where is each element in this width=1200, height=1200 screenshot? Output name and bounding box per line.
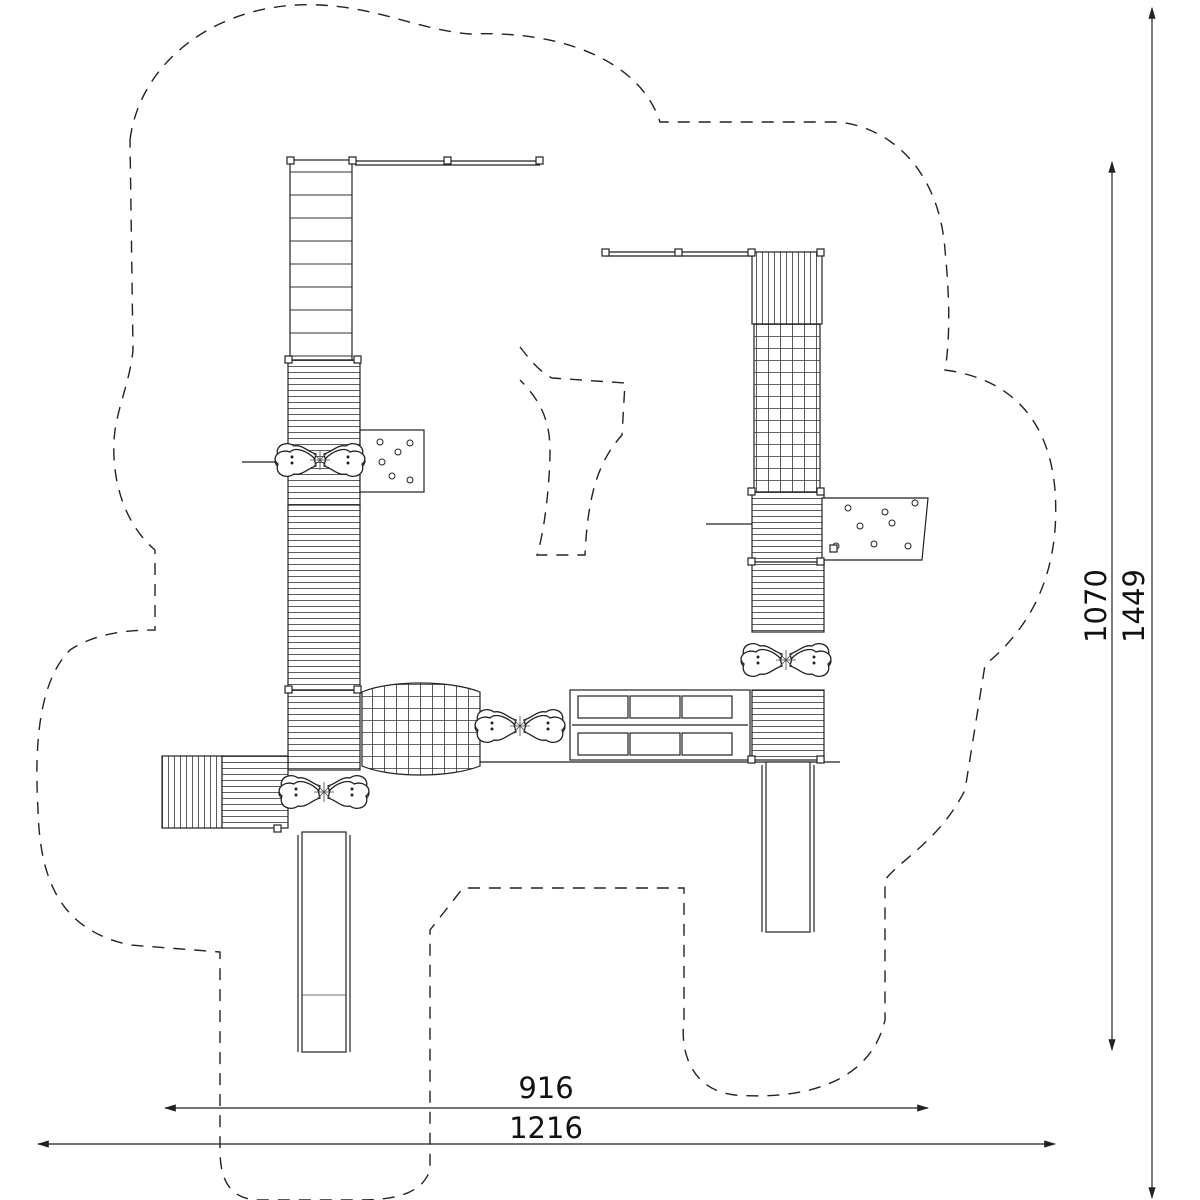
right-deck-middle [751,561,825,633]
dimension-label-1070: 1070 [1079,569,1113,643]
left-deck-lower [287,689,361,771]
dimension-label-916: 916 [518,1071,573,1105]
left-deck-middle [287,504,361,691]
tree-symbol [278,774,370,810]
tree-symbol [474,708,566,744]
support-posts [273,156,838,833]
bottom-left-platform [161,755,223,829]
right-climbing-wall [821,497,929,561]
right-deck-lower [751,689,825,761]
right-deck-upper [751,491,825,563]
left-slide [301,831,347,1053]
dimension-label-1449: 1449 [1117,569,1151,643]
climbing-holds-left [376,438,414,484]
left-deck-upper [287,359,361,506]
bottom-left-step [221,755,289,829]
net-bridge [361,682,481,776]
left-climbing-wall [359,429,425,493]
left-ladder [289,159,353,361]
safety-zone-outline [36,4,1057,1200]
tree-symbol [740,642,832,678]
dimension-label-1216: 1216 [509,1111,583,1145]
right-slide [765,761,811,933]
inner-dashed-feature [519,346,626,556]
right-roof [751,251,823,325]
right-net-climber [753,323,821,493]
